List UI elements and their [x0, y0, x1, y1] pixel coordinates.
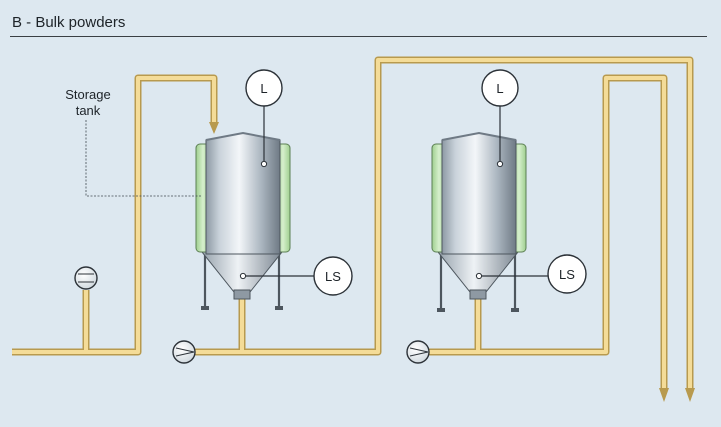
tank2-level-sensor-label: L: [496, 81, 503, 96]
tank1-legs: [203, 254, 281, 308]
storage-tank-callout: Storage tank: [65, 87, 202, 197]
tank2-level-switch-label: LS: [559, 267, 575, 282]
page-title: B - Bulk powders: [12, 14, 126, 31]
tank1-level-sensor: L: [245, 69, 283, 107]
tank2-legs: [439, 254, 517, 310]
outflow-arrow-icon-right: [685, 388, 695, 402]
inlet-pipe: [12, 74, 218, 356]
pump2-icon: [406, 340, 430, 364]
tank1-level-switch-label: LS: [325, 269, 341, 284]
title-rule: [10, 36, 707, 37]
pump1-icon: [172, 340, 196, 364]
storage-tank-label-line2: tank: [76, 103, 101, 118]
storage-tank-1: [195, 105, 314, 310]
tank2-level-sensor: L: [481, 69, 519, 107]
storage-tank-2: [431, 105, 548, 312]
outflow-arrow-icon-left: [659, 388, 669, 402]
inflow-arrow-icon: [209, 122, 219, 134]
tank1-level-switch: LS: [313, 256, 353, 296]
tank1-level-sensor-label: L: [260, 81, 267, 96]
storage-tank-label-line1: Storage: [65, 87, 111, 102]
pressure-gauge-icon: [74, 266, 98, 290]
pipe-network: [12, 56, 695, 402]
tank2-level-switch: LS: [547, 254, 587, 294]
